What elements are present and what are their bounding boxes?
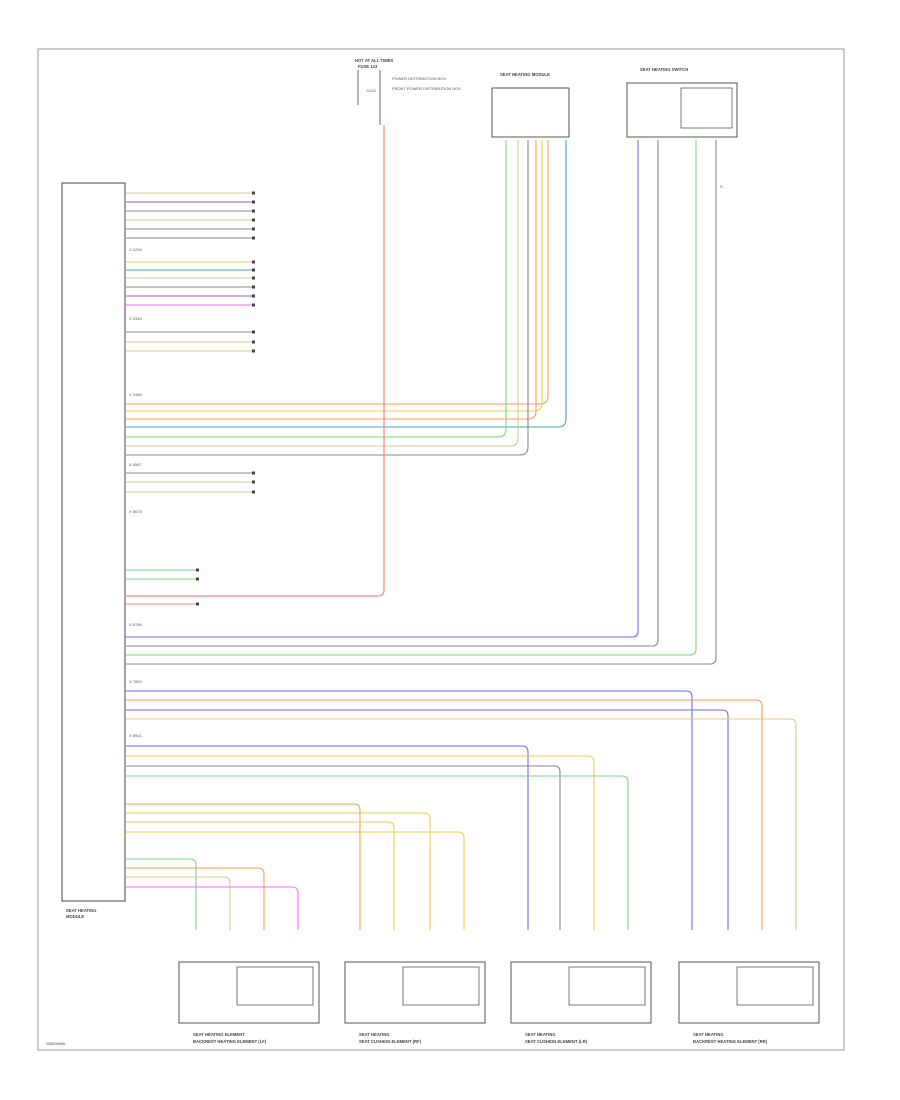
wire-bm1-0 [126,858,197,930]
wire-red-power [126,125,385,597]
connector-labels: X 1234 X 2345 X 3456 X 4567 X 5678 X 6789 X 78… [129,247,142,738]
pin-5-0 [252,471,255,475]
wire-module1-2 [126,140,537,420]
main-module-box [61,182,126,902]
seat-element-icon [568,966,646,1006]
bottom-module-2: SEAT HEATING SEAT CUSHION ELEMENT (RF) [344,961,486,1044]
seat-element-icon [402,966,480,1006]
top-module-2-box [626,82,738,138]
wire-bm4-3 [126,718,797,930]
bottom-module-subtitle: SEAT CUSHION ELEMENT (RF) [359,1039,422,1044]
pin-3-2 [252,349,255,353]
pin-2-1 [252,268,255,272]
pin-3-0 [252,330,255,334]
connector-group-label: X 3456 [129,392,142,397]
bottom-module-subtitle: BACKREST HEATING ELEMENT (RR) [693,1039,768,1044]
wire-module1-1 [126,140,543,412]
wire-bm1-1 [126,867,265,930]
pin-2-0 [252,260,255,264]
wire-bm3-0 [126,745,529,930]
wire-bm4-1 [126,699,763,930]
wire-module1-4 [126,140,507,438]
fuse-label: HOT AT ALL TIMES [355,58,393,63]
bottom-module-box [678,961,820,1024]
pin-2-5 [252,303,255,307]
top-module-2-inner [680,87,733,129]
pin-5-1 [252,480,255,484]
s-label: S [720,184,723,189]
wire-bm1-3 [126,886,299,930]
ground-label: G123 [366,88,377,93]
pin-1-1 [252,200,255,204]
wire-bm4-2 [126,709,729,930]
footer-code: W0000000 [46,1041,66,1046]
wire-bm3-1 [126,755,595,930]
connector-group-label: X 2345 [129,316,142,321]
seat-element-icon [736,966,814,1006]
top-module-1-box [491,87,570,138]
fuse-sub-label: FUSE 123 [358,64,378,69]
pin-6-3 [196,602,199,606]
bottom-module-1: SEAT HEATING ELEMENT BACKREST HEATING ELE… [178,961,320,1044]
wire-module1-6 [126,140,529,456]
pin-6-0 [196,568,199,572]
connector-group-label: X 4567 [129,462,142,467]
pin-2-4 [252,294,255,298]
wire-module2-1 [126,140,659,647]
wire-bm2-3 [126,831,465,930]
wire-bm1-2 [126,876,231,930]
bottom-module-box [178,961,320,1024]
connector-group-label: X 8901 [129,733,142,738]
pin-1-3 [252,218,255,222]
wire-bm3-2 [126,765,561,930]
wire-module2-0 [126,140,639,638]
fuse-right-note: FRONT POWER DISTRIBUTION BOX [392,86,461,91]
connector-group-label: X 7890 [129,679,142,684]
pin-1-4 [252,227,255,231]
pin-3-1 [252,340,255,344]
main-module-label-line1: SEAT HEATING [66,908,97,913]
top-module-2-title: SEAT HEATING SWITCH [640,67,688,72]
diagram-frame [37,48,845,1051]
wire-bm3-3 [126,775,629,930]
pin-2-3 [252,285,255,289]
bottom-module-3: SEAT HEATING SEAT CUSHION ELEMENT (LR) [510,961,652,1044]
wire-module1-3 [126,140,567,428]
main-module-label-line2: MODULE [66,914,84,919]
bottom-module-title: SEAT HEATING ELEMENT [193,1032,245,1037]
wire-bm2-0 [126,803,361,930]
pin-1-2 [252,209,255,213]
wire-bm2-1 [126,812,431,930]
wire-module1-5 [126,140,519,447]
bottom-module-title: SEAT HEATING [359,1032,390,1037]
pin-1-5 [252,236,255,240]
bottom-module-box [344,961,486,1024]
bottom-module-subtitle: SEAT CUSHION ELEMENT (LR) [525,1039,588,1044]
pin-5-2 [252,490,255,494]
wire-module2-2 [126,140,697,656]
bottom-module-title: SEAT HEATING [525,1032,556,1037]
bottom-modules: SEAT HEATING ELEMENT BACKREST HEATING ELE… [178,961,820,1044]
pin-2-2 [252,276,255,280]
bottom-module-box [510,961,652,1024]
fuse-block: HOT AT ALL TIMES FUSE 123 POWER DISTRIBU… [355,58,461,125]
pin-1-0 [252,191,255,195]
connector-group-label: X 6789 [129,622,142,627]
wire-bm4-0 [126,690,693,930]
wire-module1-0 [126,140,549,405]
wire-bm2-2 [126,821,395,930]
connector-group-label: X 1234 [129,247,142,252]
connector-group-label: X 5678 [129,509,142,514]
seat-element-icon [236,966,314,1006]
bottom-module-4: SEAT HEATING BACKREST HEATING ELEMENT (RR… [678,961,820,1044]
wire-module2-3 [126,140,717,665]
wire-layer [126,125,797,930]
bottom-module-subtitle: BACKREST HEATING ELEMENT (LF) [193,1039,267,1044]
fuse-note: POWER DISTRIBUTION BOX [392,76,446,81]
pin-6-1 [196,577,199,581]
bottom-module-title: SEAT HEATING [693,1032,724,1037]
top-module-1-title: SEAT HEATING MODULE [500,72,550,77]
